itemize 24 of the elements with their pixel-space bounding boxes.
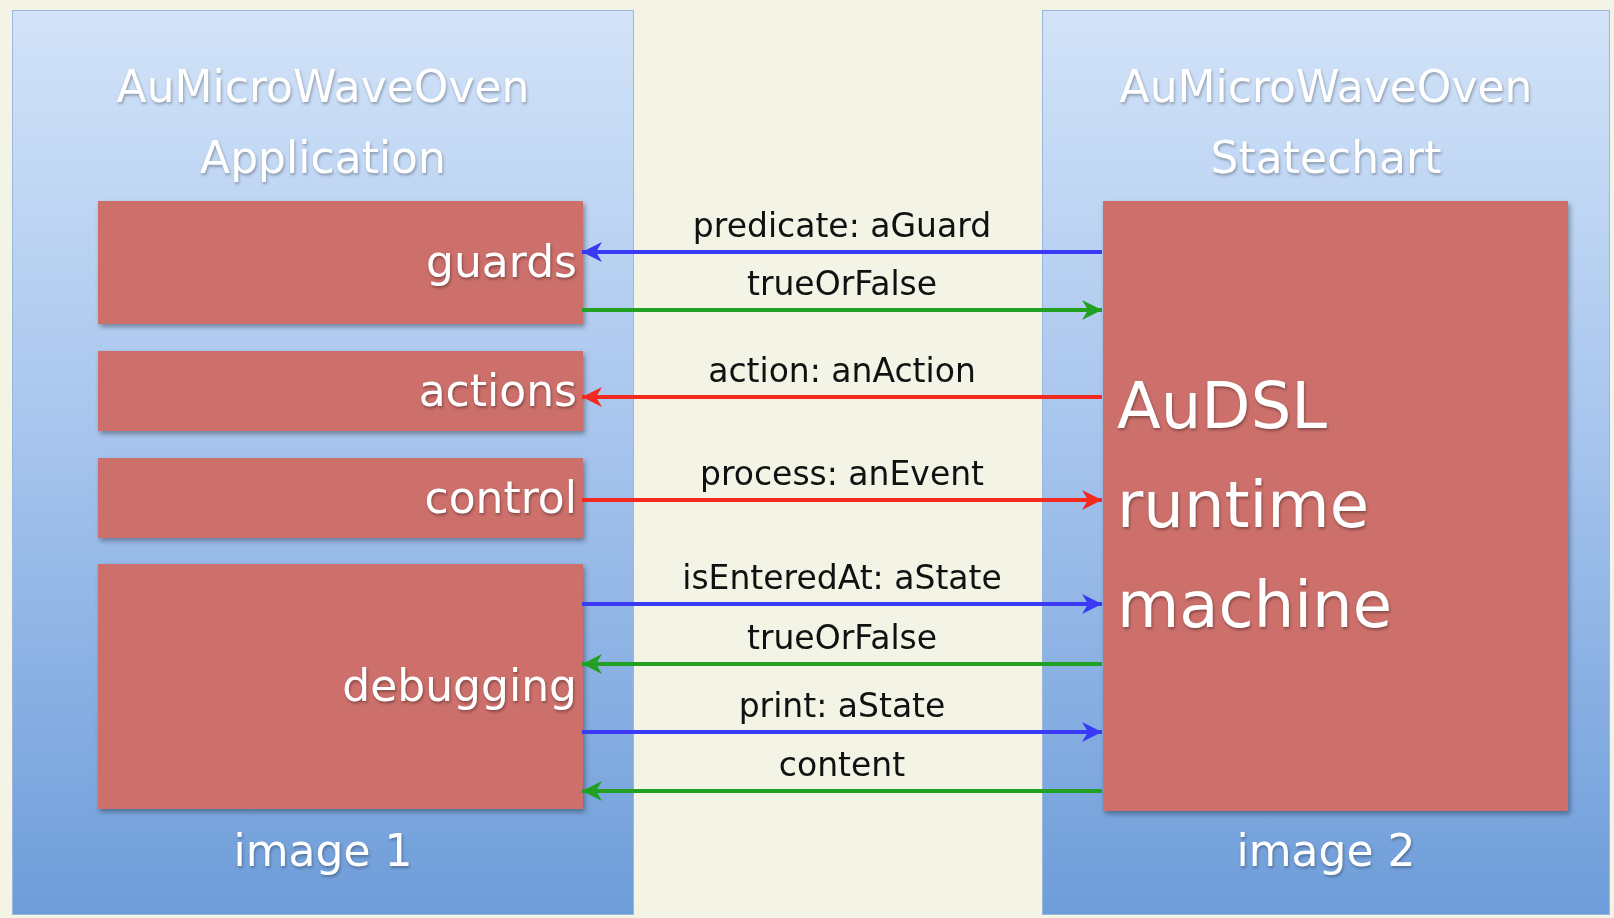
arrow <box>582 654 1102 674</box>
arrow <box>582 242 1102 262</box>
panel <box>1042 10 1610 915</box>
component-box <box>98 458 583 538</box>
component-box <box>98 564 583 809</box>
box-label: debugging <box>342 662 577 711</box>
box-label: actions <box>418 366 577 416</box>
arrow <box>582 490 1102 510</box>
arrow <box>582 300 1102 320</box>
component-box <box>98 201 583 324</box>
panel-title: AuMicroWaveOven Statechart <box>1118 60 1534 186</box>
panel-caption: image 2 <box>1235 825 1417 876</box>
arrow <box>582 722 1102 742</box>
box-label: control <box>424 473 577 523</box>
arrow <box>582 387 1102 407</box>
component-box <box>1103 201 1568 811</box>
component-box <box>98 351 583 431</box>
arrow <box>582 594 1102 614</box>
box-label: guards <box>426 238 577 287</box>
panel-caption: image 1 <box>232 825 414 876</box>
panel <box>12 10 634 915</box>
arrow <box>582 781 1102 801</box>
panel-title: AuMicroWaveOven Application <box>115 60 531 186</box>
box-label: AuDSL runtime machine <box>1117 368 1394 644</box>
